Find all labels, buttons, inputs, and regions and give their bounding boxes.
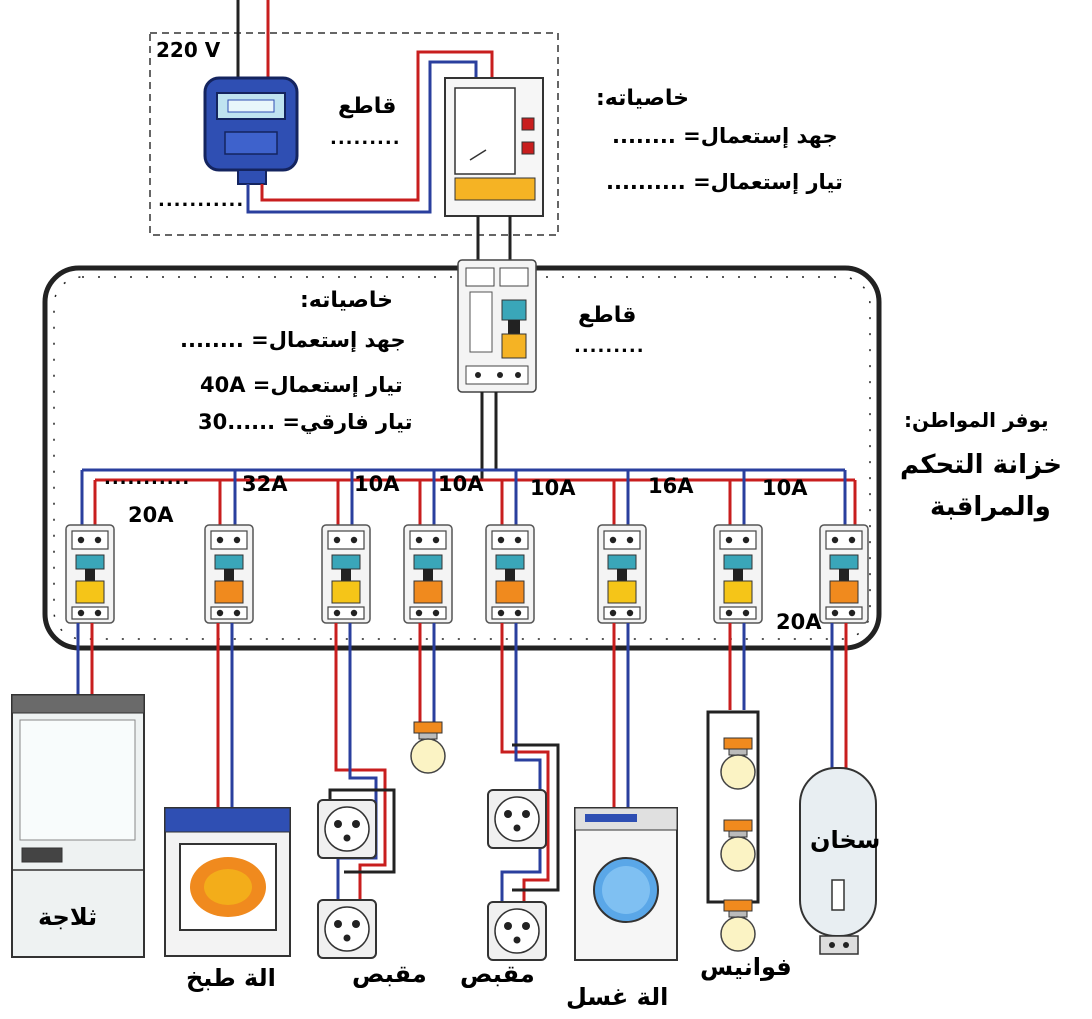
meter-breaker-label: قاطع: [338, 94, 397, 119]
panel-properties-title: خاصياته:: [300, 288, 394, 313]
breaker-7-rating: 10A: [762, 476, 808, 500]
breaker-7: [713, 524, 763, 624]
breaker-1: [65, 524, 115, 624]
fridge-label: ثلاجة: [38, 903, 98, 931]
breaker-1-blank: ...........: [104, 468, 191, 489]
socket2-label: مقبص: [460, 960, 535, 988]
lanterns: [720, 737, 756, 952]
cooker-label: الة طبخ: [186, 964, 276, 992]
breaker-3: [321, 524, 371, 624]
breaker-4-rating: 10A: [438, 472, 484, 496]
breaker-4: [403, 524, 453, 624]
meter-breaker-blank: .........: [330, 128, 401, 149]
differential-breaker: [457, 259, 537, 393]
cooker: [164, 807, 291, 957]
breaker-2-rating: 32A: [242, 472, 288, 496]
panel-current-line: تيار إستعمال= 40A: [200, 373, 403, 397]
breaker-1-rating: 20A: [128, 503, 174, 527]
socket-1b: [317, 899, 377, 959]
lamp: [410, 721, 446, 774]
energy-meter: [203, 76, 299, 185]
panel-voltage-line: جهد إستعمال= ........: [180, 328, 406, 352]
meter-current-line: تيار إستعمال= ..........: [606, 170, 843, 194]
refrigerator: [11, 694, 145, 958]
panel-caption-line3: والمراقبة: [930, 492, 1051, 522]
meter-blank: ...........: [158, 190, 245, 211]
supply-voltage-label: 220 V: [156, 38, 221, 62]
breaker-5: [485, 524, 535, 624]
washer-label: الة غسل: [566, 983, 669, 1011]
breaker-2: [204, 524, 254, 624]
panel-caption-line2: خزانة التحكم: [900, 450, 1062, 480]
washing-machine: [574, 807, 678, 961]
breaker-5-rating: 10A: [530, 476, 576, 500]
breaker-8-rating: 20A: [776, 610, 822, 634]
breaker-8: [819, 524, 869, 624]
meter-voltage-line: جهد إستعمال= ........: [612, 124, 838, 148]
breaker-6-rating: 16A: [648, 474, 694, 498]
breaker-6: [597, 524, 647, 624]
panel-caption-line1: يوفر المواطن:: [904, 408, 1049, 432]
main-breaker-box: [444, 77, 544, 217]
meter-enclosure: [149, 32, 559, 236]
lanterns-label: فوانيس: [700, 953, 792, 981]
panel-breaker-label: قاطع: [578, 303, 637, 328]
panel-diff-line: تيار فارقي= ......30: [198, 410, 413, 434]
socket-1a: [317, 799, 377, 859]
meter-properties-title: خاصياته:: [596, 86, 690, 111]
water-heater: [799, 767, 877, 955]
socket1-label: مقبص: [352, 960, 427, 988]
heater-label: سخان: [810, 826, 881, 854]
socket-2b: [487, 901, 547, 961]
breaker-3-rating: 10A: [354, 472, 400, 496]
socket-2a: [487, 789, 547, 849]
panel-breaker-blank: .........: [574, 336, 645, 357]
